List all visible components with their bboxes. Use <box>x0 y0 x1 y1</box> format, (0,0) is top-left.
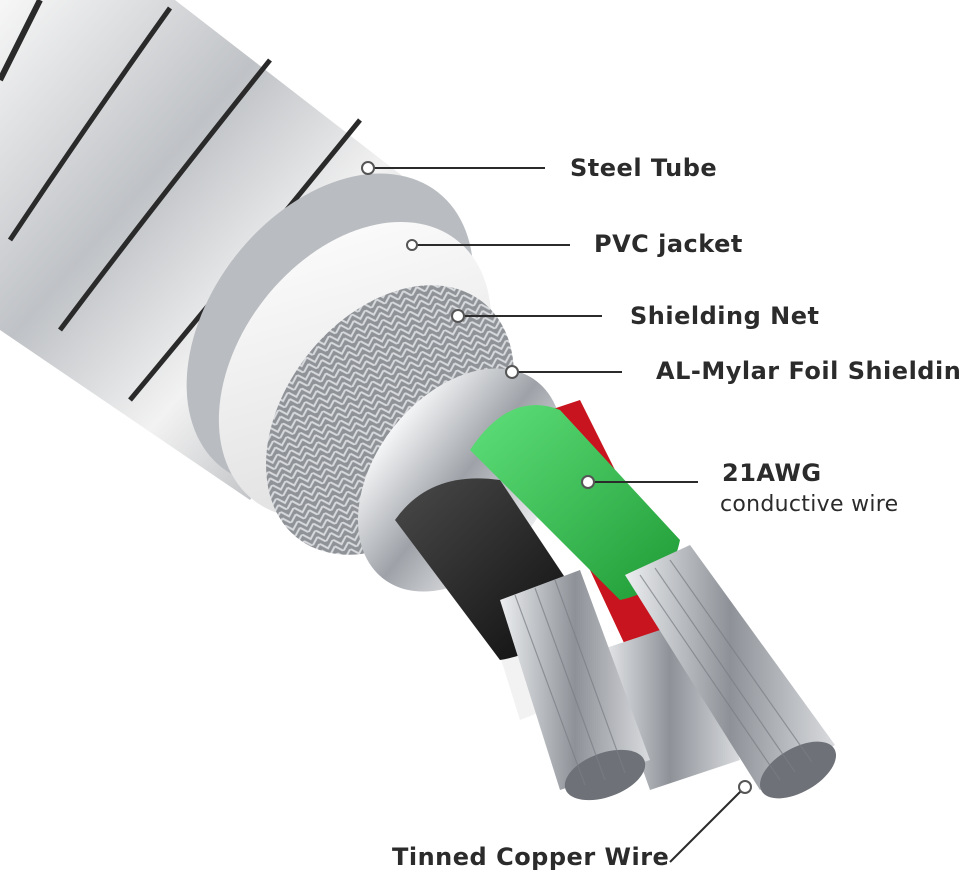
awg-dot <box>581 475 595 489</box>
steel-tube-dot <box>361 161 375 175</box>
callout-dots <box>361 161 752 794</box>
label-shielding-net: Shielding Net <box>630 302 820 330</box>
label-conductive-wire: conductive wire <box>720 492 899 517</box>
label-tinned-copper-wire: Tinned Copper Wire <box>392 843 670 871</box>
label-steel-tube: Steel Tube <box>570 154 718 182</box>
label-pvc-jacket: PVC jacket <box>594 230 743 258</box>
leader-lines <box>368 167 746 863</box>
shielding-net-dot <box>451 309 465 323</box>
label-21awg: 21AWG <box>722 459 822 487</box>
label-foil-shielding: AL-Mylar Foil Shielding <box>656 357 962 385</box>
pvc-jacket-dot <box>406 239 418 251</box>
green-wire <box>470 405 836 799</box>
copper-dot <box>738 780 752 794</box>
black-wire <box>395 478 650 801</box>
foil-dot <box>505 365 519 379</box>
copper-strands <box>514 559 813 786</box>
